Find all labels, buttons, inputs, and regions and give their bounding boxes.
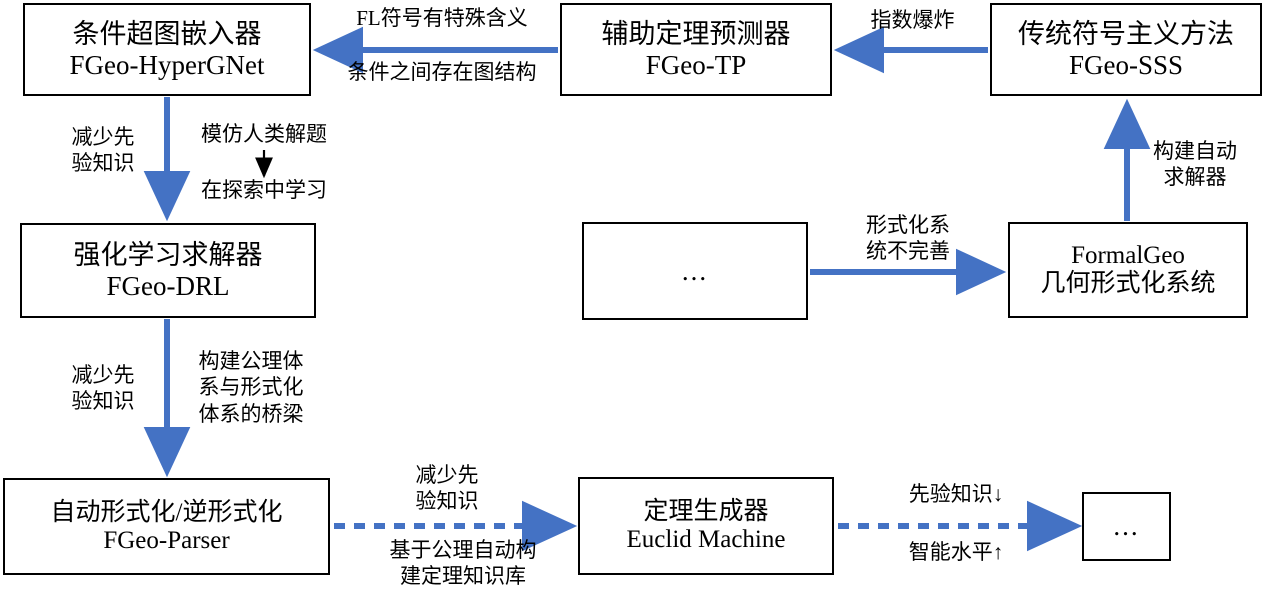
node-formalgeo-subtitle: 几何形式化系统	[1040, 270, 1216, 297]
edge-label-drl-to-parser-left: 减少先 验知识	[71, 363, 135, 414]
node-drl-title: 强化学习求解器	[73, 240, 263, 271]
node-hypergnet[interactable]: 条件超图嵌入器 FGeo-HyperGNet	[23, 3, 311, 96]
edge-label-euclid-to-end-above: 先验知识↓	[908, 482, 1004, 506]
node-drl-subtitle: FGeo-DRL	[106, 270, 230, 301]
node-sss-title: 传统符号主义方法	[1018, 19, 1234, 50]
edge-label-learn-in-exploration: 在探索中学习	[201, 178, 327, 202]
edge-label-tp-to-hypergnet-below: 条件之间存在图结构	[347, 60, 537, 84]
node-ellipsis-end[interactable]: ...	[1082, 492, 1171, 561]
node-euclid[interactable]: 定理生成器 Euclid Machine	[578, 477, 834, 575]
edge-label-euclid-to-end-below: 智能水平↑	[908, 540, 1004, 564]
node-ellipsis-middle[interactable]: ...	[582, 222, 808, 320]
ellipsis-icon: ...	[681, 255, 709, 286]
edge-label-sss-to-tp: 指数爆炸	[870, 8, 955, 32]
node-parser-subtitle: FGeo-Parser	[103, 526, 230, 554]
ellipsis-end-icon: ...	[1113, 511, 1140, 541]
node-drl[interactable]: 强化学习求解器 FGeo-DRL	[20, 223, 316, 318]
node-hypergnet-subtitle: FGeo-HyperGNet	[69, 49, 265, 80]
node-euclid-subtitle: Euclid Machine	[626, 526, 786, 553]
node-formalgeo[interactable]: FormalGeo 几何形式化系统	[1008, 222, 1248, 318]
node-formalgeo-title: FormalGeo	[1071, 242, 1185, 269]
edge-label-midbox-to-formalgeo: 形式化系 统不完善	[866, 213, 950, 264]
node-parser-title: 自动形式化/逆形式化	[50, 498, 283, 526]
edge-label-mimic-human: 模仿人类解题	[201, 122, 327, 146]
node-sss-subtitle: FGeo-SSS	[1068, 49, 1184, 80]
edge-label-parser-to-euclid-above: 减少先 验知识	[415, 463, 479, 514]
edge-label-parser-to-euclid-below: 基于公理自动构 建定理知识库	[389, 538, 537, 589]
node-tp[interactable]: 辅助定理预测器 FGeo-TP	[560, 3, 832, 96]
node-parser[interactable]: 自动形式化/逆形式化 FGeo-Parser	[3, 478, 330, 575]
edge-label-tp-to-hypergnet-above: FL符号有特殊含义	[356, 6, 528, 30]
node-euclid-title: 定理生成器	[643, 498, 769, 525]
edge-label-formalgeo-to-sss: 构建自动 求解器	[1153, 139, 1237, 190]
node-sss[interactable]: 传统符号主义方法 FGeo-SSS	[990, 3, 1262, 96]
node-tp-title: 辅助定理预测器	[601, 19, 791, 50]
node-hypergnet-title: 条件超图嵌入器	[72, 19, 262, 50]
edge-label-hypergnet-to-drl-left: 减少先 验知识	[71, 125, 135, 176]
node-tp-subtitle: FGeo-TP	[645, 49, 747, 80]
edge-label-drl-to-parser-right: 构建公理体 系与形式化 体系的桥梁	[198, 349, 304, 426]
